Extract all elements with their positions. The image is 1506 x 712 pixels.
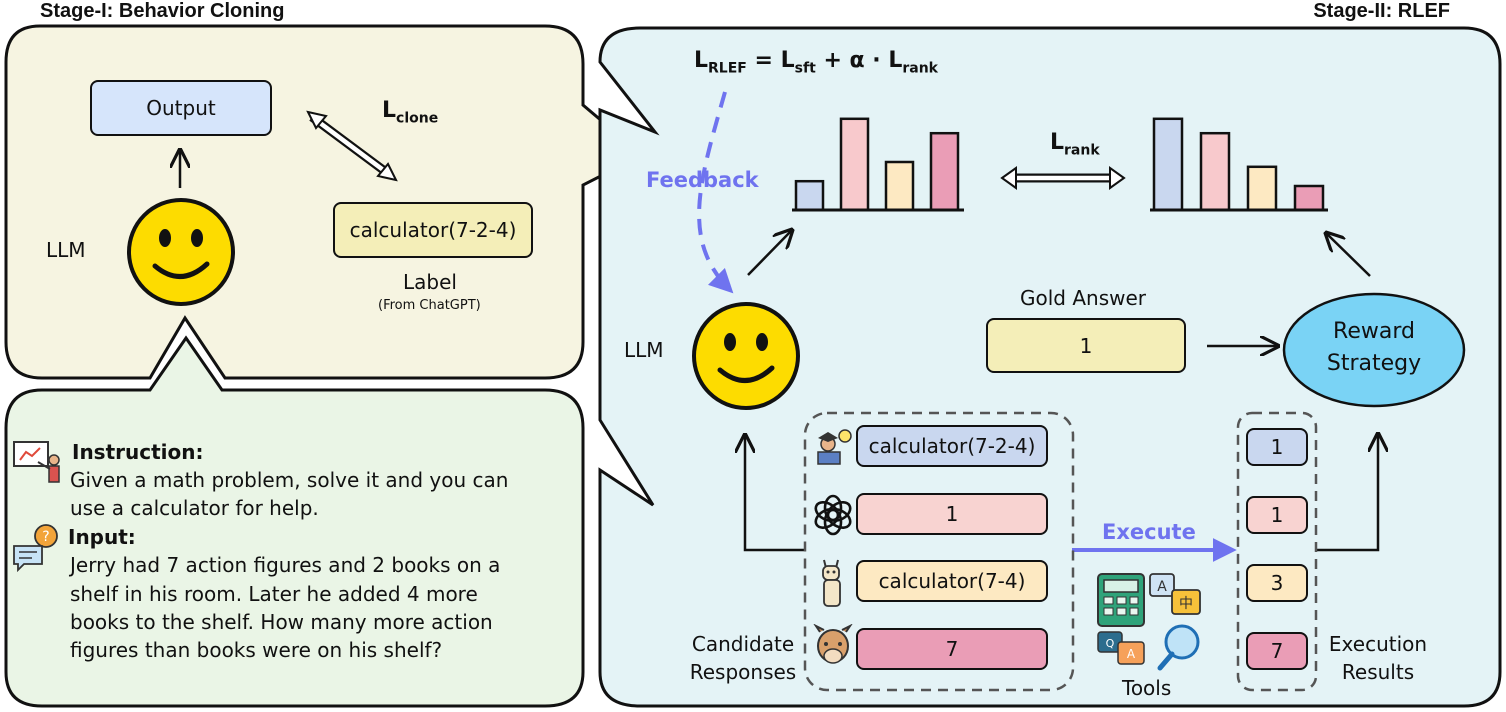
result-box-2: 1 xyxy=(1246,496,1308,534)
candidate-caption-line-1: Candidate xyxy=(691,632,795,656)
execute-label: Execute xyxy=(1102,520,1196,544)
clone-loss: Lclone xyxy=(382,98,439,127)
svg-text:?: ? xyxy=(42,529,49,545)
input-line-3: books to the shelf. How many more action xyxy=(70,610,493,634)
output-box: Output xyxy=(90,80,272,136)
calculator-icon xyxy=(1097,573,1145,627)
input-line-4: figures than books were on his shelf? xyxy=(70,638,443,662)
input-heading: Input: xyxy=(68,525,136,549)
search-icon xyxy=(1157,624,1200,671)
llm-smiley-icon xyxy=(127,198,235,306)
candidate-box-4: 7 xyxy=(856,628,1048,670)
instruction-heading: Instruction: xyxy=(72,440,204,464)
reward-strategy-line-1: Reward xyxy=(1333,319,1415,344)
teacher-board-icon xyxy=(13,441,60,483)
tools-label: Tools xyxy=(1122,676,1172,700)
result-box-1: 1 xyxy=(1246,428,1308,466)
result-box-3: 3 xyxy=(1246,564,1308,602)
candidate-caption: Candidate Responses xyxy=(686,630,800,686)
candidate-box-2: 1 xyxy=(856,493,1048,535)
model-scores-bar-4 xyxy=(929,131,960,212)
label-source: (From ChatGPT) xyxy=(378,298,481,313)
stage1-title: Stage-I: Behavior Cloning xyxy=(40,0,285,22)
input-line-1: Jerry had 7 action figures and 2 books o… xyxy=(70,553,501,577)
svg-text:中: 中 xyxy=(1179,596,1193,612)
reward-ellipse xyxy=(1282,292,1466,408)
instruction-line-1: Given a math problem, solve it and you c… xyxy=(70,468,509,492)
reward-score-chart xyxy=(1150,117,1328,212)
candidate-box-1: calculator(7-2-4) xyxy=(856,425,1048,467)
svg-text:Q: Q xyxy=(1106,637,1115,650)
result-box-4: 7 xyxy=(1246,632,1308,670)
tools-icon: A 中 Q A xyxy=(1097,573,1201,671)
results-caption: Execution Results xyxy=(1320,630,1436,686)
reward-strategy-label: Reward Strategy xyxy=(1284,316,1464,380)
input-line-2: shelf in his room. Later he added 4 more xyxy=(70,582,478,606)
results-group xyxy=(1236,411,1318,692)
qa-icon: Q A xyxy=(1097,631,1145,665)
svg-text:A: A xyxy=(1127,647,1136,661)
reward-scores-bar-4 xyxy=(1293,184,1325,212)
candidate-group xyxy=(803,411,1075,692)
instruction-line-2: use a calculator for help. xyxy=(70,496,319,520)
stage1-llm-label: LLM xyxy=(46,238,86,262)
translate-icon: A 中 xyxy=(1149,573,1201,615)
results-caption-line-1: Execution xyxy=(1328,632,1428,656)
question-chat-icon: ? xyxy=(13,524,58,573)
reward-scores-bar-3 xyxy=(1246,165,1278,212)
prompt-panel xyxy=(4,335,585,708)
label-caption: Label xyxy=(403,270,457,294)
model-scores-bar-1 xyxy=(794,179,825,212)
candidate-caption-line-2: Responses xyxy=(689,660,797,684)
rlef-formula: LRLEF = Lsft + α · Lrank xyxy=(694,48,938,77)
label-box: calculator(7-2-4) xyxy=(333,202,533,258)
model-scores-bar-3 xyxy=(884,160,915,212)
stage2-title: Stage-II: RLEF xyxy=(1313,0,1450,22)
llama-icon xyxy=(822,559,841,607)
gold-answer-box: 1 xyxy=(986,318,1186,373)
reward-scores-bar-2 xyxy=(1199,131,1231,212)
alpaca-icon xyxy=(813,624,853,664)
model-scores-bar-2 xyxy=(839,117,870,212)
gold-answer-label: Gold Answer xyxy=(1020,286,1147,310)
teacher-icon xyxy=(817,429,852,465)
feedback-arrow xyxy=(697,91,734,294)
feedback-label: Feedback xyxy=(646,168,759,192)
clone-double-arrow xyxy=(306,110,398,182)
results-caption-line-2: Results xyxy=(1341,660,1415,684)
stage2-llm-smiley-icon xyxy=(692,302,800,410)
model-score-chart xyxy=(792,117,964,212)
rank-loss: Lrank xyxy=(1050,130,1100,159)
stage1-panel xyxy=(4,24,645,380)
candidate-box-3: calculator(7-4) xyxy=(856,560,1048,602)
reward-strategy-line-2: Strategy xyxy=(1326,351,1422,376)
reward-scores-bar-1 xyxy=(1152,117,1184,212)
stage2-llm-label: LLM xyxy=(624,338,664,362)
openai-icon xyxy=(814,494,852,536)
svg-text:A: A xyxy=(1157,579,1167,595)
rank-double-arrow xyxy=(1000,166,1126,190)
